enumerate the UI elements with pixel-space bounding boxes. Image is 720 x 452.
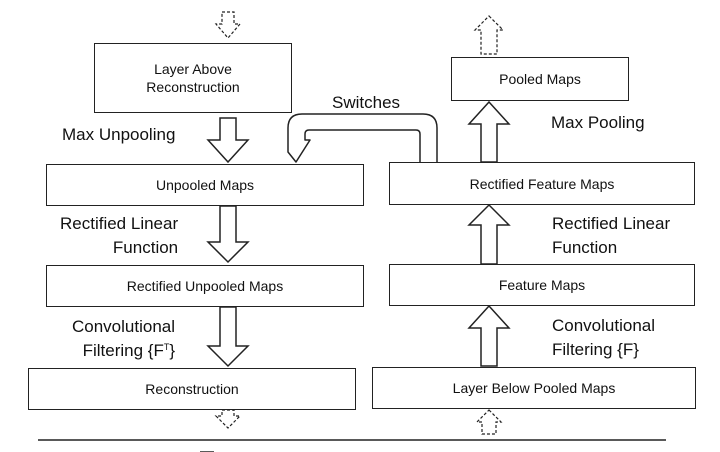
conv-right-line2: Filtering {F} <box>552 340 639 359</box>
conv-left-label: Convolutional Filtering {FT} <box>72 315 175 363</box>
layer-above-reconstruction-box: Layer Above Reconstruction <box>94 43 292 113</box>
relu-right-line2: Function <box>552 238 618 257</box>
max-pooling-label: Max Pooling <box>551 112 645 134</box>
reconstruction-box: Reconstruction <box>28 368 356 410</box>
dashed-arrow-top-right <box>473 15 505 55</box>
max-unpooling-text: Max Unpooling <box>62 125 176 144</box>
arrow-max-unpooling <box>206 117 250 164</box>
feature-maps-label: Feature Maps <box>498 277 586 293</box>
max-unpooling-label: Max Unpooling <box>62 124 175 146</box>
conv-left-line2: Filtering {FT} <box>72 339 175 363</box>
max-pooling-text: Max Pooling <box>551 113 645 132</box>
conv-left-line2-text: Filtering {F <box>82 341 164 360</box>
conv-left-line1: Convolutional <box>72 317 176 336</box>
layer-above-reconstruction-label: Layer Above Reconstruction <box>146 61 240 95</box>
conv-right-line1: Convolutional <box>552 316 656 335</box>
dashed-arrow-bottom-left <box>214 409 242 429</box>
conv-right-label: Convolutional Filtering {F} <box>552 314 655 362</box>
layer-below-pooled-maps-box: Layer Below Pooled Maps <box>372 367 696 409</box>
relu-right-label: Rectified Linear Function <box>552 212 670 260</box>
arrow-max-pooling <box>467 100 511 163</box>
switches-label: Switches <box>332 92 400 114</box>
relu-left-line2: Function <box>112 238 179 257</box>
arrow-rectified-linear-left <box>206 205 250 264</box>
relu-left-line1: Rectified Linear <box>60 214 179 233</box>
pooled-maps-box: Pooled Maps <box>451 57 629 101</box>
reconstruction-label: Reconstruction <box>145 381 239 397</box>
layer-below-pooled-maps-label: Layer Below Pooled Maps <box>452 380 616 396</box>
conv-left-close: } <box>169 341 176 360</box>
dashed-arrow-top-left <box>214 11 242 39</box>
arrow-convolutional-left <box>206 306 250 368</box>
rectified-feature-maps-box: Rectified Feature Maps <box>389 162 695 205</box>
arrow-convolutional-right <box>467 304 511 367</box>
switches-connector <box>287 113 438 163</box>
relu-right-line1: Rectified Linear <box>552 214 671 233</box>
unpooled-maps-label: Unpooled Maps <box>155 177 255 193</box>
rectified-feature-maps-label: Rectified Feature Maps <box>469 175 615 192</box>
feature-maps-box: Feature Maps <box>389 264 695 306</box>
rectified-unpooled-maps-label: Rectified Unpooled Maps <box>126 278 284 294</box>
switches-text: Switches <box>332 93 401 112</box>
dashed-arrow-bottom-right <box>475 409 503 435</box>
relu-left-label: Rectified Linear Function <box>60 212 178 260</box>
arrow-rectified-linear-right <box>467 203 511 265</box>
unpooled-maps-box: Unpooled Maps <box>46 164 364 206</box>
conv-left-superscript: T <box>163 342 170 352</box>
pooled-maps-label: Pooled Maps <box>499 71 581 87</box>
rectified-unpooled-maps-box: Rectified Unpooled Maps <box>46 265 364 307</box>
